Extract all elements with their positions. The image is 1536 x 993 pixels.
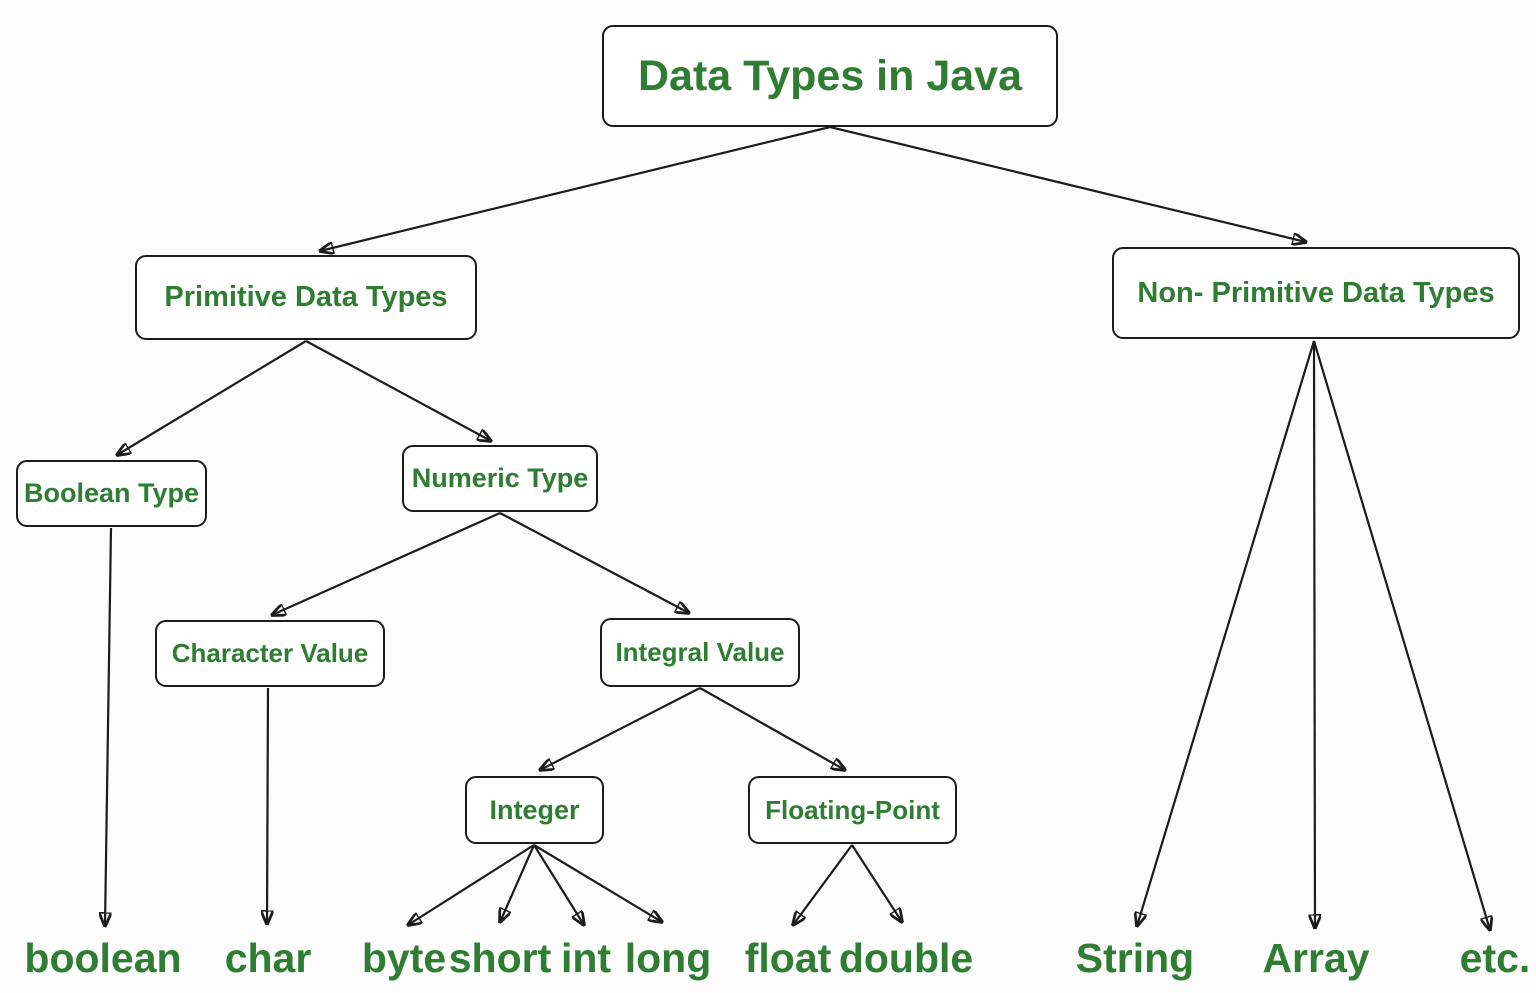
leaf-string: String [1075, 935, 1195, 981]
edge-primitive-to-numeric [305, 340, 491, 441]
node-label: Integer [489, 794, 580, 825]
edge-integer-to-short [500, 844, 536, 922]
node-integer: Integer [465, 776, 604, 844]
leaf-byte: byte [361, 935, 447, 981]
node-label: Floating-Point [765, 794, 940, 825]
edge-floating-to-float [793, 844, 853, 925]
edge-numeric-to-integral [499, 512, 689, 613]
node-boolean-type: Boolean Type [16, 460, 207, 527]
edge-non-primitive-to-etc [1312, 340, 1490, 930]
node-label: Primitive Data Types [164, 281, 448, 313]
leaf-long: long [624, 935, 712, 981]
node-label: Numeric Type [411, 463, 589, 493]
edge-floating-to-double [851, 844, 902, 922]
leaf-double: double [838, 935, 974, 981]
edge-non-primitive-to-string [1137, 340, 1316, 926]
leaf-etc: etc. [1459, 935, 1531, 981]
edge-numeric-to-character [272, 511, 501, 615]
node-character-value: Character Value [155, 620, 385, 687]
edge-root-to-non-primitive [829, 125, 1306, 242]
leaf-boolean: boolean [24, 935, 182, 981]
leaf-short: short [448, 935, 552, 981]
edge-integer-to-int [533, 844, 584, 925]
node-floating-point: Floating-Point [748, 776, 957, 844]
leaf-int: int [560, 935, 612, 981]
edge-integral-to-integer [540, 687, 701, 770]
node-numeric-type: Numeric Type [402, 445, 598, 512]
node-label: Non- Primitive Data Types [1137, 276, 1495, 309]
edge-integer-to-byte [408, 844, 535, 925]
edge-integral-to-floating [699, 687, 845, 770]
node-data-types-in-java: Data Types in Java [602, 25, 1058, 127]
edge-integer-to-long [533, 844, 662, 922]
leaf-char: char [224, 935, 312, 981]
node-non-primitive-data-types: Non- Primitive Data Types [1112, 247, 1520, 339]
leaf-float: float [744, 935, 832, 981]
node-label: Data Types in Java [638, 51, 1022, 100]
node-label: Integral Value [615, 637, 785, 667]
leaf-array: Array [1262, 935, 1370, 981]
edge-boolean-to-boolean-leaf [105, 527, 113, 926]
edge-root-to-primitive [320, 125, 831, 251]
edge-character-to-char-leaf [267, 687, 268, 924]
node-integral-value: Integral Value [600, 618, 800, 687]
node-label: Boolean Type [23, 478, 200, 508]
edge-non-primitive-to-array [1314, 340, 1315, 928]
node-primitive-data-types: Primitive Data Types [135, 255, 477, 340]
node-label: Character Value [171, 638, 369, 668]
edge-primitive-to-boolean [117, 340, 307, 455]
